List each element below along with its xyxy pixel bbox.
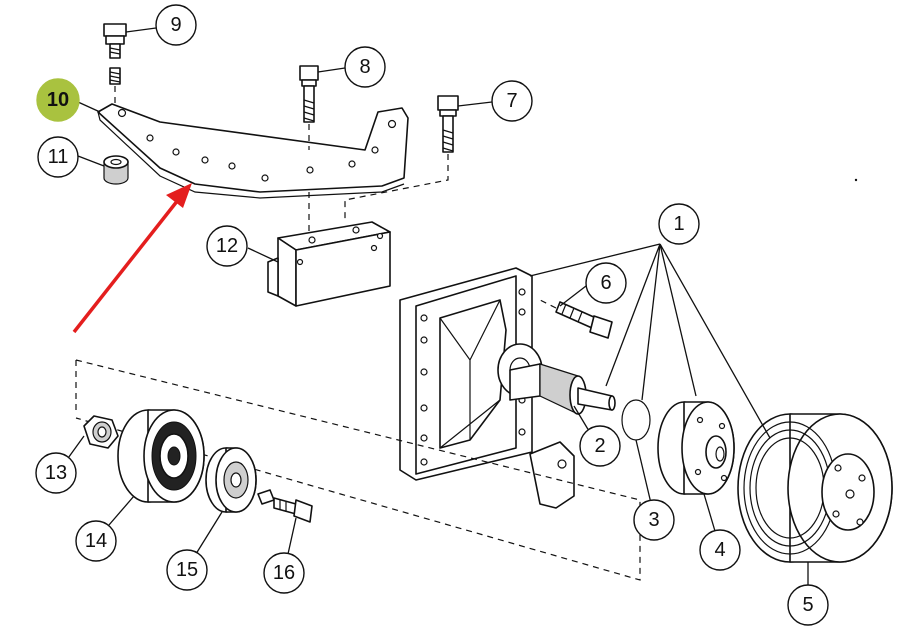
- idler-pulley-14: [117, 409, 205, 503]
- idler-assembly-dashed-outline: [75, 359, 641, 581]
- spacer-block-12: [267, 221, 391, 307]
- callout-7: 7: [491, 80, 533, 122]
- callout-9: 9: [155, 4, 197, 46]
- shaft-bearing-2: [509, 363, 616, 415]
- callout-10-highlighted: 10: [36, 78, 80, 122]
- callout-7-label: 7: [506, 90, 517, 112]
- callout-12-label: 12: [216, 235, 238, 257]
- callout-13-label: 13: [45, 462, 67, 484]
- bolt-6: [539, 299, 613, 339]
- callout-5-label: 5: [802, 594, 813, 616]
- bolt-8: [299, 65, 319, 232]
- callout-14-label: 14: [85, 530, 107, 552]
- callout-1: 1: [658, 203, 700, 245]
- callout-2-label: 2: [594, 435, 605, 457]
- callout-15: 15: [166, 549, 208, 591]
- nut-13: [83, 415, 119, 449]
- callout-2: 2: [579, 425, 621, 467]
- mounting-bracket: [97, 103, 409, 199]
- callout-16-label: 16: [273, 562, 295, 584]
- callout-8: 8: [344, 46, 386, 88]
- hub-4: [657, 401, 735, 495]
- callout-12: 12: [206, 225, 248, 267]
- callout-10-label: 10: [47, 89, 69, 111]
- callout-4-label: 4: [714, 539, 725, 561]
- callout-4: 4: [699, 529, 741, 571]
- leader-1: [529, 243, 771, 439]
- pulley-5: [737, 413, 893, 563]
- callout-8-label: 8: [359, 56, 370, 78]
- stray-mark: [854, 178, 858, 182]
- callout-6-label: 6: [600, 272, 611, 294]
- callout-11-label: 11: [48, 146, 69, 168]
- callout-5: 5: [787, 584, 829, 626]
- callout-9-label: 9: [170, 14, 181, 36]
- bolt-7: [344, 95, 459, 222]
- callout-3-label: 3: [648, 509, 659, 531]
- callout-15-label: 15: [176, 559, 198, 581]
- callout-16: 16: [263, 552, 305, 594]
- bushing-11: [103, 155, 129, 185]
- callout-3: 3: [633, 499, 675, 541]
- callout-11: 11: [37, 136, 79, 178]
- callout-13: 13: [35, 452, 77, 494]
- callout-1-label: 1: [673, 213, 684, 235]
- bolt-16: [257, 489, 313, 523]
- callout-14: 14: [75, 520, 117, 562]
- bolt-9: [103, 23, 127, 104]
- red-pointer-arrow: [72, 183, 192, 334]
- cover-disc-15: [205, 447, 257, 513]
- snap-ring-3: [621, 399, 651, 441]
- callout-6: 6: [585, 262, 627, 304]
